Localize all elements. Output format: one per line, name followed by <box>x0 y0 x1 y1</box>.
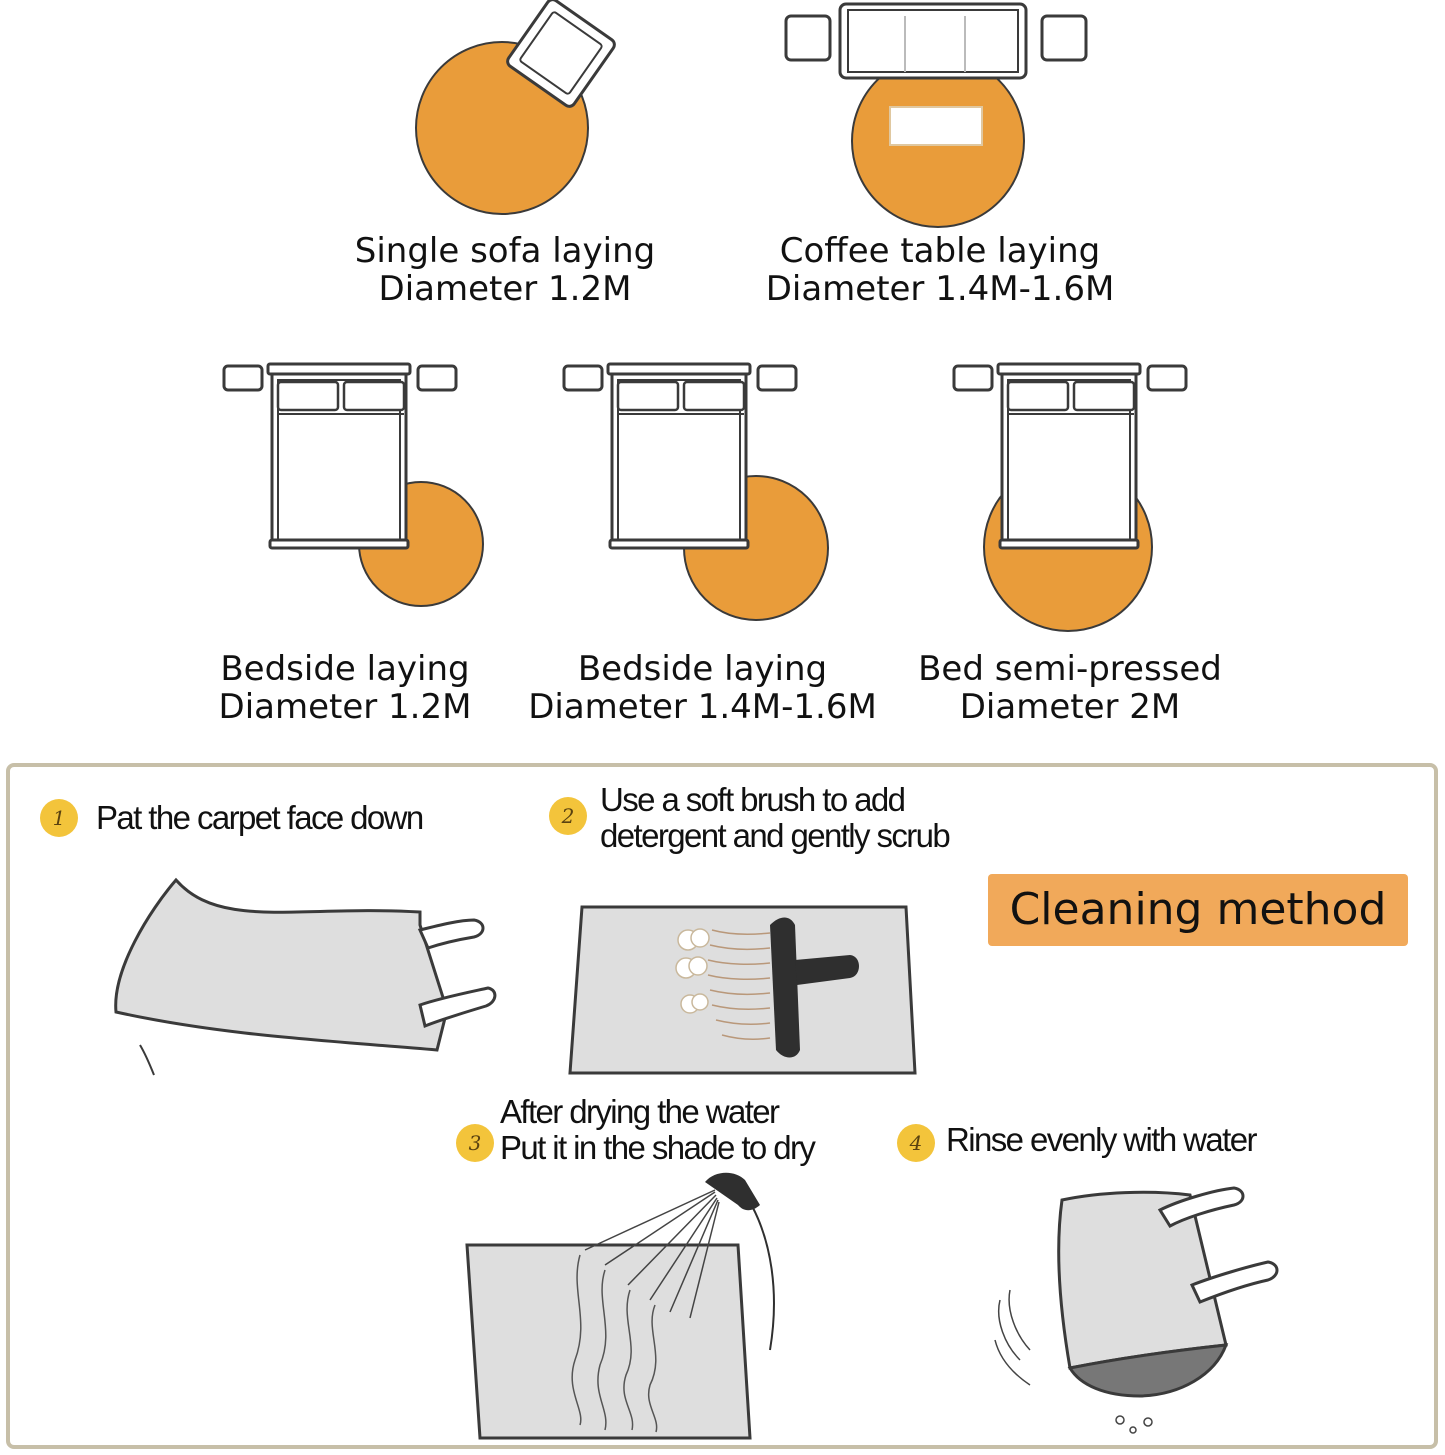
bed-icon <box>222 362 458 550</box>
step-number-badge: 3 <box>456 1124 494 1162</box>
side-table-icon <box>784 14 832 62</box>
bed-icon <box>562 362 798 550</box>
scrub-strokes <box>707 929 771 1040</box>
armchair-icon <box>506 0 616 108</box>
step-text-line: Pat the carpet face down <box>96 799 424 836</box>
step-number-badge: 4 <box>897 1124 935 1162</box>
rinse-illustration <box>994 1186 1279 1434</box>
side-table-icon <box>1040 14 1088 62</box>
step-3-label: After drying the water Put it in the sha… <box>500 1093 816 1166</box>
step-text-line: Use a soft brush to add <box>600 781 906 818</box>
step-1-label: Pat the carpet face down <box>96 799 424 836</box>
water-ripples <box>571 1254 658 1433</box>
layout-title: Bed semi-pressed <box>918 649 1222 689</box>
step-text-line: After drying the water <box>500 1093 780 1130</box>
layout-caption-bed-semi-pressed: Bed semi-pressed Diameter 2M <box>905 650 1235 726</box>
step-text-line: Put it in the shade to dry <box>500 1129 816 1166</box>
bed-icon <box>952 362 1188 550</box>
single-sofa-diagram <box>415 0 616 215</box>
spray-water-illustration <box>465 1172 775 1440</box>
step-2-label: Use a soft brush to add detergent and ge… <box>600 781 951 854</box>
cleaning-method-title: Cleaning method <box>988 874 1408 946</box>
foam-icon <box>675 928 710 1014</box>
layout-title: Bedside laying <box>220 649 470 689</box>
layout-diameter: Diameter 1.2M <box>378 269 632 309</box>
layout-caption-coffee-table: Coffee table laying Diameter 1.4M-1.6M <box>750 232 1130 308</box>
carpet-face-down-illustration <box>114 877 497 1076</box>
sofa-icon <box>838 2 1028 80</box>
step-text-line: detergent and gently scrub <box>600 817 951 854</box>
layout-diameter: Diameter 1.4M-1.6M <box>528 687 877 727</box>
layout-title: Bedside laying <box>577 649 828 689</box>
coffee-table-icon <box>889 106 983 146</box>
step-number-badge: 1 <box>40 799 78 837</box>
layout-title: Coffee table laying <box>779 231 1101 271</box>
coffee-table-diagram <box>784 2 1088 228</box>
layout-diameter: Diameter 1.4M-1.6M <box>765 269 1115 309</box>
brush-icon <box>770 917 859 1058</box>
layout-title: Single sofa laying <box>354 231 656 271</box>
step-text-line: Rinse evenly with water <box>946 1121 1257 1158</box>
layout-caption-bedside-small: Bedside laying Diameter 1.2M <box>190 650 500 726</box>
step-number-badge: 2 <box>549 797 587 835</box>
shower-head-icon <box>705 1172 775 1351</box>
layout-caption-bedside-medium: Bedside laying Diameter 1.4M-1.6M <box>520 650 885 726</box>
layout-diameter: Diameter 2M <box>959 687 1181 727</box>
water-drops <box>994 1289 1153 1434</box>
layout-diameter: Diameter 1.2M <box>218 687 472 727</box>
brush-scrub-illustration <box>568 905 917 1075</box>
step-4-label: Rinse evenly with water <box>946 1121 1257 1158</box>
layout-caption-single-sofa: Single sofa laying Diameter 1.2M <box>330 232 680 308</box>
water-jets <box>584 1189 720 1319</box>
